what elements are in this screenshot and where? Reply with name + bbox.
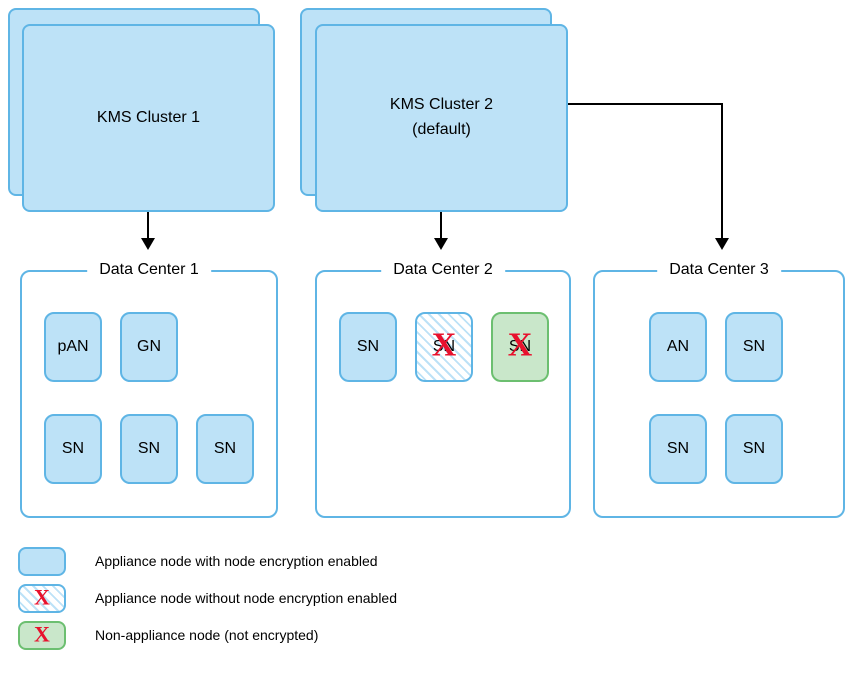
node-sn: SN [339, 312, 397, 382]
node-label: AN [666, 338, 690, 355]
arrow-cluster2-dc3-vline [721, 103, 723, 239]
node-sn-unencrypted: SN X [415, 312, 473, 382]
legend-item-non-appliance: X Non-appliance node (not encrypted) [18, 620, 318, 650]
node-label: SN [508, 338, 532, 355]
node-label: SN [137, 440, 161, 457]
legend-swatch-unencrypted: X [18, 583, 66, 613]
red-x-icon: X [34, 621, 50, 647]
node-gn: GN [120, 312, 178, 382]
arrow-cluster1-dc1-head [141, 238, 155, 250]
red-x-icon: X [34, 584, 50, 610]
data-center-1: Data Center 1 pAN GN SN SN SN [20, 261, 278, 518]
arrow-cluster2-dc2-line [440, 212, 442, 239]
node-sn: SN [725, 414, 783, 484]
node-an: AN [649, 312, 707, 382]
legend-text: Non-appliance node (not encrypted) [95, 627, 319, 643]
arrow-cluster2-dc3-hline [568, 103, 723, 105]
node-sn: SN [649, 414, 707, 484]
data-center-3-title: Data Center 3 [657, 261, 781, 279]
legend-item-encrypted: Appliance node with node encryption enab… [18, 546, 378, 576]
node-label: SN [356, 338, 380, 355]
arrow-cluster1-dc1-line [147, 212, 149, 239]
node-label: SN [61, 440, 85, 457]
data-center-3: Data Center 3 AN SN SN SN [593, 261, 845, 518]
legend-text: Appliance node without node encryption e… [95, 590, 398, 606]
kms-cluster-1: KMS Cluster 1 [22, 24, 275, 212]
arrow-cluster2-dc2-head [434, 238, 448, 250]
node-label: pAN [57, 338, 89, 355]
data-center-2-title: Data Center 2 [381, 261, 505, 279]
node-label: SN [666, 440, 690, 457]
node-pan: pAN [44, 312, 102, 382]
legend-swatch-non-appliance: X [18, 620, 66, 650]
node-sn: SN [196, 414, 254, 484]
legend-swatch-encrypted [18, 546, 66, 576]
kms-cluster-2-label: KMS Cluster 2 [389, 96, 494, 114]
kms-cluster-2: KMS Cluster 2 (default) [315, 24, 568, 212]
node-sn: SN [725, 312, 783, 382]
data-center-1-title: Data Center 1 [87, 261, 211, 279]
node-sn: SN [120, 414, 178, 484]
legend-text: Appliance node with node encryption enab… [95, 553, 378, 569]
node-sn: SN [44, 414, 102, 484]
node-label: SN [432, 338, 456, 355]
kms-cluster-1-label: KMS Cluster 1 [96, 108, 201, 126]
data-center-2: Data Center 2 SN SN X SN X [315, 261, 571, 518]
node-sn-non-appliance: SN X [491, 312, 549, 382]
node-label: GN [137, 338, 161, 355]
node-label: SN [742, 440, 766, 457]
kms-cluster-2-sublabel: (default) [412, 121, 471, 138]
node-label: SN [742, 338, 766, 355]
arrow-cluster2-dc3-head [715, 238, 729, 250]
legend-item-unencrypted: X Appliance node without node encryption… [18, 583, 397, 613]
node-label: SN [213, 440, 237, 457]
